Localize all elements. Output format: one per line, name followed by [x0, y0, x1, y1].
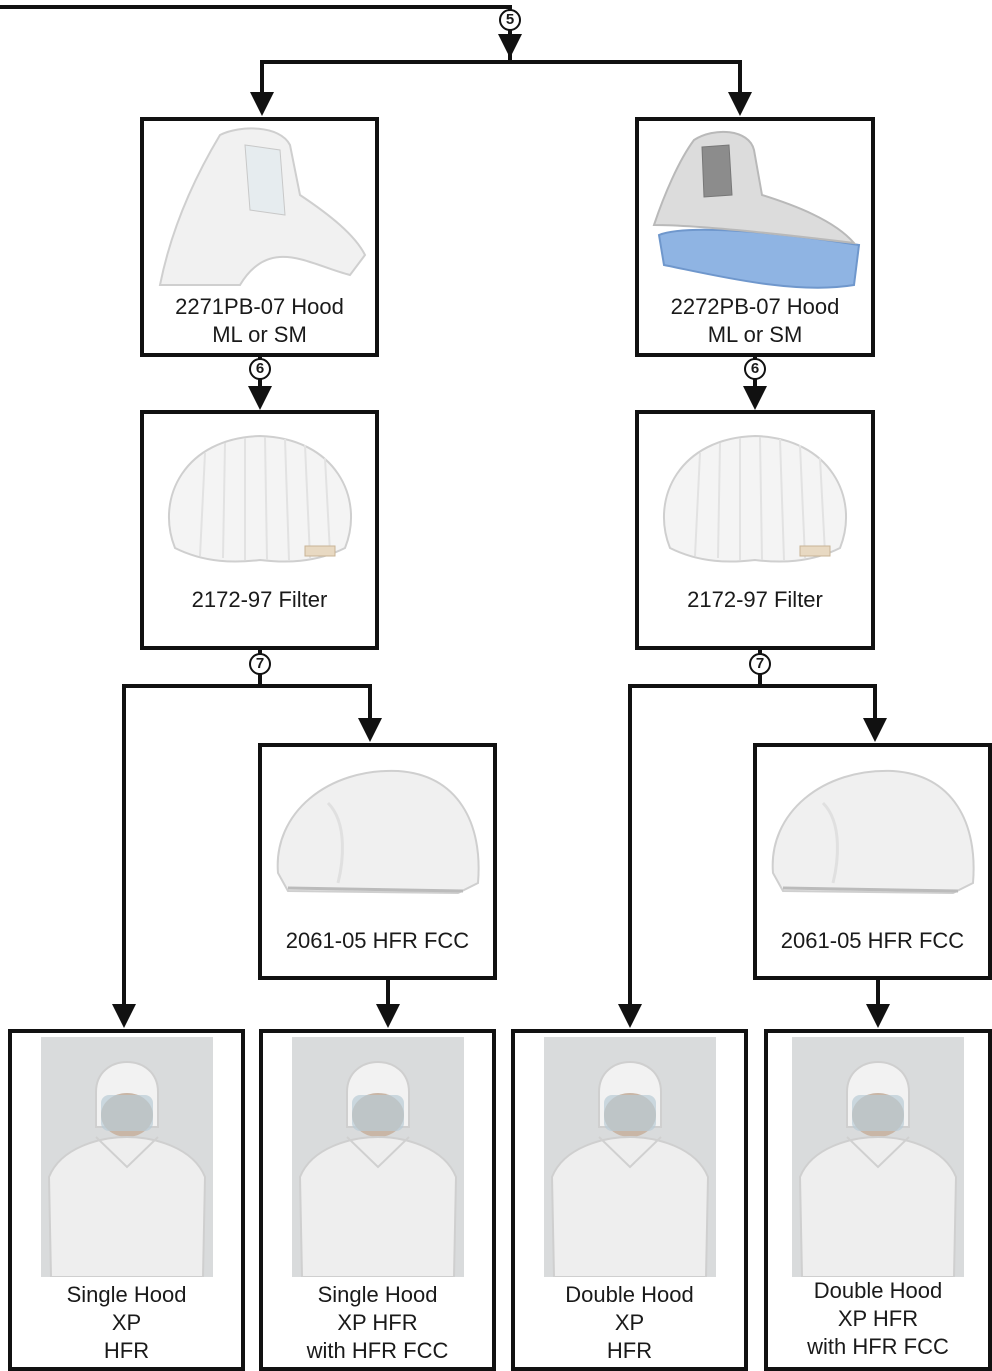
fcc-image-left: [276, 769, 480, 895]
result-4-label-3: with HFR FCC: [807, 1334, 949, 1359]
result-4-label-1: Double Hood: [813, 1278, 943, 1303]
filter-right-label: 2172-97 Filter: [687, 587, 823, 612]
result-4-label-2: XP HFR: [837, 1306, 919, 1331]
fcc-image-right: [771, 769, 975, 895]
result-1-label-3: HFR: [103, 1338, 150, 1363]
result-2-label-1: Single Hood: [317, 1282, 438, 1307]
result-3-label-1: Double Hood: [565, 1282, 694, 1307]
result-box-2: Single Hood XP HFR with HFR FCC: [259, 1029, 496, 1371]
result-3-label-3: HFR: [606, 1338, 653, 1363]
hood-box-left: 2271PB-07 Hood ML or SM: [140, 117, 379, 357]
step-5-marker: 5: [499, 9, 521, 31]
step-7-marker-left: 7: [249, 653, 271, 675]
fcc-right-label: 2061-05 HFR FCC: [780, 928, 965, 953]
result-1-label-1: Single Hood: [66, 1282, 187, 1307]
hood-right-label-1: 2272PB-07 Hood: [670, 294, 840, 319]
hood-right-label-2: ML or SM: [707, 322, 803, 347]
result-image-2: [291, 1037, 464, 1277]
step-6-marker-right: 6: [744, 358, 766, 380]
result-image-1: [40, 1037, 213, 1277]
hood-left-label-1: 2271PB-07 Hood: [175, 294, 344, 319]
hood-box-right: 2272PB-07 Hood ML or SM: [635, 117, 875, 357]
filter-image-right: [662, 434, 848, 563]
result-image-3: [543, 1037, 716, 1277]
result-2-label-2: XP HFR: [337, 1310, 418, 1335]
filter-box-right: 2172-97 Filter: [635, 410, 875, 650]
filter-image-left: [167, 434, 352, 563]
hood-image-right: [652, 130, 861, 289]
step-7-marker-right: 7: [749, 653, 771, 675]
filter-box-left: 2172-97 Filter: [140, 410, 379, 650]
result-box-3: Double Hood XP HFR: [511, 1029, 748, 1371]
split-7-right-line: [630, 650, 762, 688]
fcc-box-right: 2061-05 HFR FCC: [753, 743, 992, 980]
fcc-box-left: 2061-05 HFR FCC: [258, 743, 497, 980]
split-7-left-line: [124, 650, 262, 688]
hood-image-left: [158, 127, 366, 286]
result-box-4: Double Hood XP HFR with HFR FCC: [764, 1029, 992, 1371]
result-3-label-2: XP: [614, 1310, 645, 1335]
result-box-1: Single Hood XP HFR: [8, 1029, 245, 1371]
result-1-label-2: XP: [111, 1310, 142, 1335]
hood-left-label-2: ML or SM: [212, 322, 307, 347]
step-6-marker-left: 6: [249, 358, 271, 380]
top-feed-line: [0, 5, 512, 62]
result-image-4: [792, 1037, 964, 1277]
result-2-label-3: with HFR FCC: [306, 1338, 449, 1363]
fcc-left-label: 2061-05 HFR FCC: [285, 928, 470, 953]
filter-left-label: 2172-97 Filter: [191, 587, 328, 612]
